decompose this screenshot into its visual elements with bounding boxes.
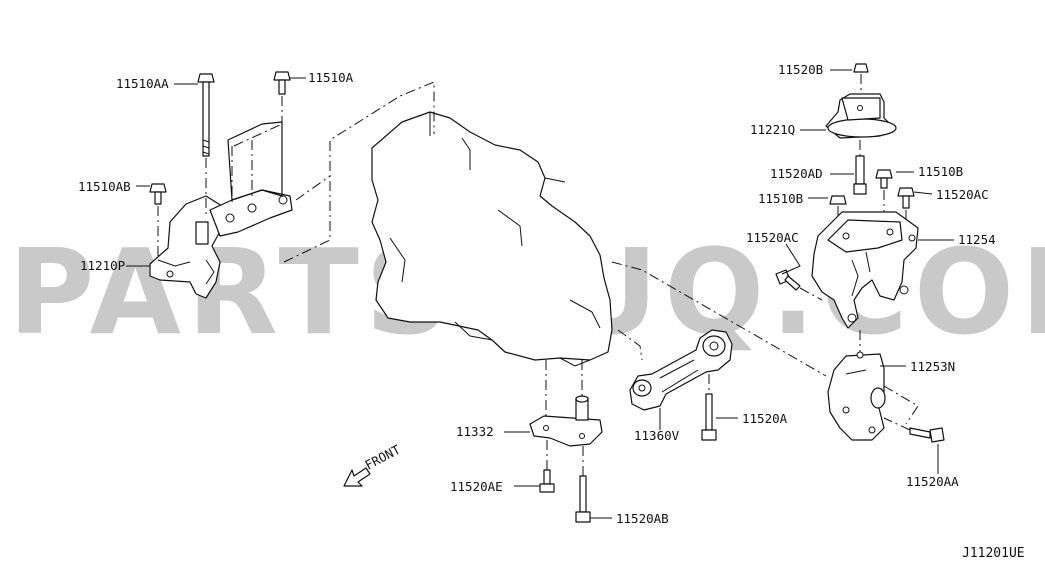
- label-11253N: 11253N: [910, 359, 955, 374]
- bolt-11520AA-right: [883, 417, 945, 443]
- drawing-reference: J11201UE: [962, 546, 1025, 561]
- front-label: FRONT: [362, 442, 403, 473]
- label-11520AC-right: 11520AC: [936, 187, 989, 202]
- bolt-11510AB: [149, 183, 167, 260]
- label-11510B-right: 11510B: [918, 164, 963, 179]
- label-11510B-left: 11510B: [758, 191, 803, 206]
- bolt-11510B-left: [829, 195, 847, 222]
- engine-outline: [371, 111, 613, 367]
- label-11520AA-right: 11520AA: [906, 474, 959, 489]
- label-11520B: 11520B: [778, 62, 823, 77]
- torque-rod-11360V: [629, 329, 733, 411]
- left-mount-11210P: [149, 189, 293, 299]
- left-bracket-backplate: [227, 121, 283, 201]
- bolt-11510B-right: [875, 169, 893, 212]
- label-11520AE: 11520AE: [450, 479, 503, 494]
- label-11510A: 11510A: [308, 70, 354, 85]
- label-11360V: 11360V: [634, 428, 680, 443]
- label-11520A: 11520A: [742, 411, 788, 426]
- part-labels: 11510AA 11510A 11510AB 11210P 11520B 112…: [78, 62, 996, 526]
- label-11520AB: 11520AB: [616, 511, 669, 526]
- label-11221Q: 11221Q: [750, 122, 795, 137]
- label-11520AC-left: 11520AC: [746, 230, 799, 245]
- insulator-11221Q: [825, 93, 897, 139]
- nut-11520B: [853, 63, 869, 92]
- label-11510AB: 11510AB: [78, 179, 131, 194]
- stud-11520AD: [853, 140, 867, 195]
- leader-lines: [126, 69, 954, 519]
- bolt-11520A: [701, 374, 717, 441]
- label-11210P: 11210P: [80, 258, 125, 273]
- bolt-11510AA: [197, 73, 215, 214]
- bolt-11520AE: [539, 440, 555, 493]
- label-11332: 11332: [456, 424, 494, 439]
- bolt-11520AC-right: [897, 187, 915, 232]
- label-11254: 11254: [958, 232, 996, 247]
- label-11510AA: 11510AA: [116, 76, 169, 91]
- bolt-11520AC-left: [775, 269, 823, 301]
- front-arrow-icon: FRONT: [343, 442, 403, 487]
- bolt-11520AB: [575, 446, 591, 523]
- bracket-11253N: [827, 351, 886, 441]
- bracket-11254: [811, 211, 919, 354]
- label-11520AD: 11520AD: [770, 166, 823, 181]
- left-connection-guide: [283, 81, 435, 263]
- bracket-11332: [529, 360, 603, 447]
